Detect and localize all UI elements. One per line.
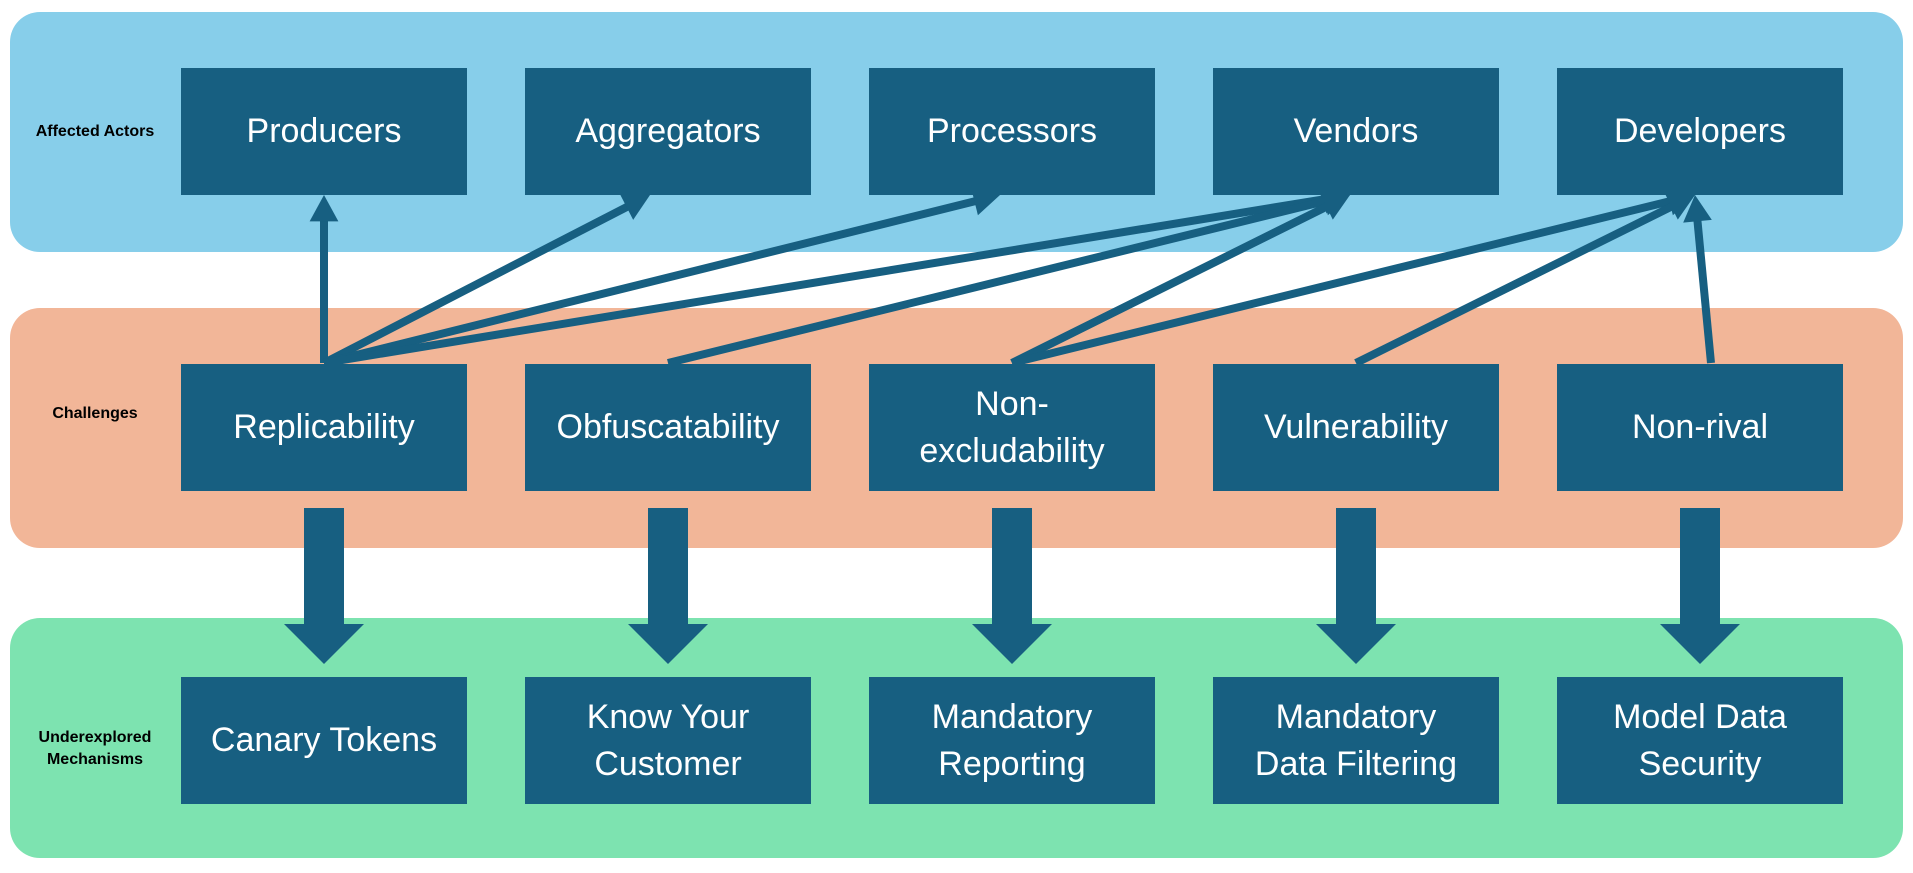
- actor-box-producers: Producers: [181, 68, 467, 195]
- actor-label: Producers: [246, 112, 402, 150]
- actor-label: Developers: [1614, 112, 1786, 150]
- challenge-actor-link-line: [667, 194, 1338, 367]
- challenge-actor-arrowhead: [1320, 193, 1350, 220]
- challenge-box-non-rival: Non-rival: [1557, 364, 1843, 491]
- mechanism-box-mandatory-data-filtering: Mandatory Data Filtering: [1213, 677, 1499, 804]
- actor-box-aggregators: Aggregators: [525, 68, 811, 195]
- challenge-mechanism-block-arrow: [628, 508, 708, 664]
- actor-box-vendors: Vendors: [1213, 68, 1499, 195]
- challenge-actor-arrowhead: [620, 194, 650, 220]
- affected-actors-label: Affected Actors: [35, 123, 155, 140]
- actor-box-developers: Developers: [1557, 68, 1843, 195]
- challenge-actor-link-line: [323, 194, 988, 367]
- mechanism-box-know-your-customer: Know Your Customer: [525, 677, 811, 804]
- challenge-box-vulnerability: Vulnerability: [1213, 364, 1499, 491]
- challenges-label: Challenges: [52, 405, 138, 422]
- challenge-actor-link-line: [1011, 194, 1683, 367]
- mechanism-box-canary-tokens: Canary Tokens: [181, 677, 467, 804]
- challenge-box-obfuscatability: Obfuscatability: [525, 364, 811, 491]
- mechanism-label: Mandatory Data Filtering: [1254, 697, 1458, 783]
- underexplored-mechanisms-label: Underexplored Mechanisms: [38, 729, 152, 768]
- challenge-actor-link-line: [323, 193, 1337, 367]
- challenge-actor-link-line: [1354, 197, 1685, 367]
- mechanism-box-mandatory-reporting: Mandatory Reporting: [869, 677, 1155, 804]
- challenge-box-replicability: Replicability: [181, 364, 467, 491]
- challenge-label: Non- excludability: [919, 384, 1105, 470]
- challenge-label: Vulnerability: [1264, 408, 1448, 446]
- actor-label: Aggregators: [575, 112, 761, 150]
- challenge-mechanism-block-arrow: [1316, 508, 1396, 664]
- challenge-actor-link-line: [322, 197, 640, 367]
- challenge-mechanism-block-arrow: [1660, 508, 1740, 664]
- challenge-actor-arrowhead: [309, 195, 339, 222]
- actor-label: Processors: [926, 112, 1098, 150]
- mechanism-label: Canary Tokens: [210, 721, 438, 759]
- mechanism-box-model-data-security: Model Data Security: [1557, 677, 1843, 804]
- challenge-actor-arrowhead: [1683, 195, 1712, 223]
- actor-box-processors: Processors: [869, 68, 1155, 195]
- challenge-box-non-excludability: Non- excludability: [869, 364, 1155, 491]
- challenge-label: Obfuscatability: [556, 408, 780, 446]
- challenge-actor-arrowhead: [1665, 193, 1695, 220]
- challenge-label: Replicability: [233, 408, 415, 446]
- challenge-mechanism-block-arrow: [284, 508, 364, 664]
- mechanism-label: Model Data Security: [1613, 697, 1787, 783]
- challenge-mechanism-block-arrow: [972, 508, 1052, 664]
- actor-label: Vendors: [1293, 112, 1419, 150]
- challenge-actor-link-line: [1692, 208, 1715, 364]
- mechanism-label: Mandatory Reporting: [931, 697, 1093, 783]
- challenge-label: Non-rival: [1631, 408, 1769, 446]
- challenge-actor-link-line: [1010, 197, 1340, 367]
- mechanism-label: Know Your Customer: [586, 697, 750, 783]
